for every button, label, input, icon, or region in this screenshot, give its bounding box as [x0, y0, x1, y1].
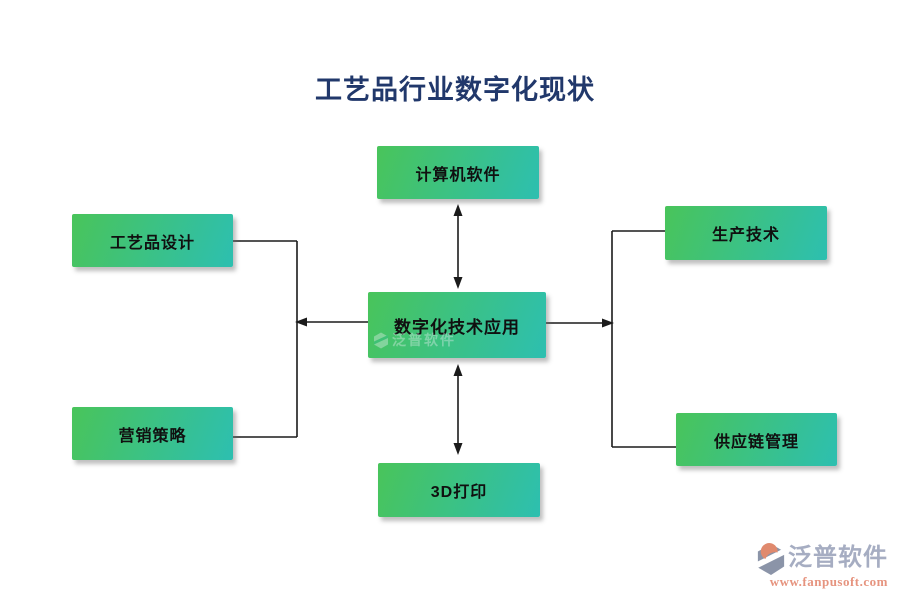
fanpu-logo-icon [374, 332, 388, 348]
footer-watermark: 泛普软件 www.fanpusoft.com [756, 543, 888, 590]
watermark-url: www.fanpusoft.com [769, 574, 888, 589]
node-label: 计算机软件 [415, 166, 501, 184]
fanpu-logo-icon [756, 543, 786, 575]
node-digital-tech-application: 数字化技术应用 泛普软件 [368, 292, 546, 358]
node-label: 数字化技术应用 [394, 317, 520, 337]
node-label: 工艺品设计 [109, 234, 195, 252]
node-supply-chain: 供应链管理 [676, 413, 837, 466]
diagram-title: 工艺品行业数字化现状 [315, 75, 595, 105]
arrowheads [295, 204, 614, 455]
node-3d-printing: 3D打印 [378, 463, 540, 517]
node-craft-design: 工艺品设计 [72, 214, 233, 267]
node-marketing-strategy: 营销策略 [72, 407, 233, 460]
node-label: 供应链管理 [713, 433, 799, 451]
node-label: 营销策略 [118, 427, 187, 445]
node-label: 生产技术 [711, 227, 780, 244]
node-production-tech: 生产技术 [665, 206, 827, 260]
node-label: 3D打印 [430, 484, 488, 501]
node-computer-software: 计算机软件 [377, 146, 539, 199]
watermark-brand-name: 泛普软件 [788, 545, 888, 571]
